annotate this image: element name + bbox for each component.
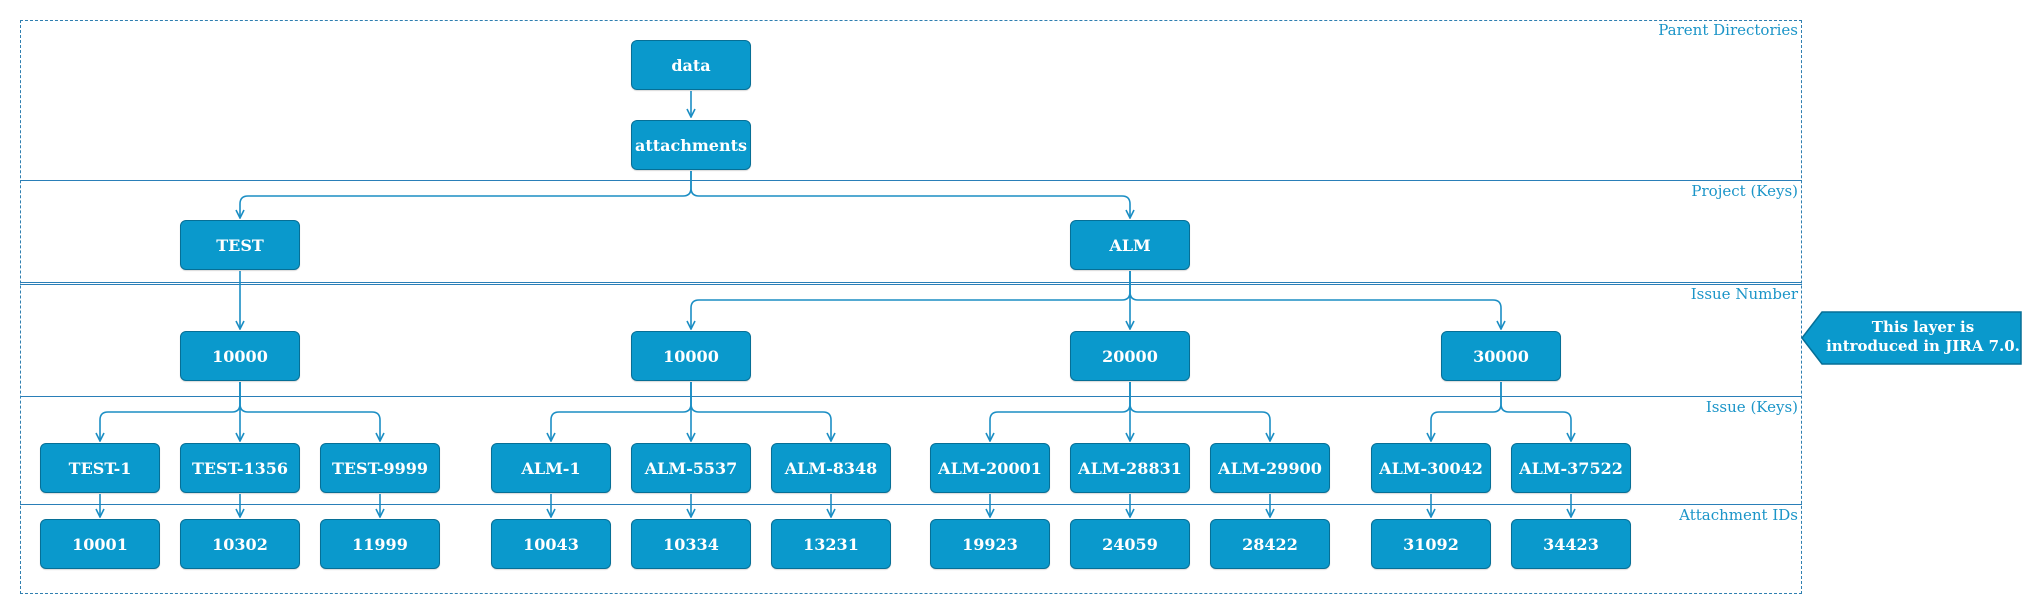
layer-label-project-keys: Project (Keys) bbox=[1691, 182, 1798, 200]
layer-label-parent-directories: Parent Directories bbox=[1658, 21, 1798, 39]
layer-separator bbox=[20, 504, 1802, 505]
node-attachment-id: 10001 bbox=[40, 519, 160, 569]
node-issue-key: ALM-1 bbox=[491, 443, 611, 493]
callout-shape bbox=[1801, 311, 2022, 365]
edge bbox=[1500, 382, 1571, 441]
node-attachment-id: 10043 bbox=[491, 519, 611, 569]
node-issue-number: 30000 bbox=[1441, 331, 1561, 381]
edge bbox=[1129, 271, 1501, 329]
edge bbox=[690, 382, 831, 441]
node-issue-key: TEST-1 bbox=[40, 443, 160, 493]
node-issue-key: TEST-9999 bbox=[320, 443, 440, 493]
node-issue-key: TEST-1356 bbox=[180, 443, 300, 493]
node-issue-key: ALM-8348 bbox=[771, 443, 891, 493]
node-issue-key: ALM-30042 bbox=[1371, 443, 1491, 493]
layer-separator bbox=[20, 396, 1802, 397]
node-attachment-id: 19923 bbox=[930, 519, 1050, 569]
edge bbox=[239, 382, 380, 441]
callout-text: This layer is introduced in JIRA 7.0. bbox=[1826, 318, 2020, 356]
edge bbox=[691, 271, 1131, 329]
node-attachment-id: 31092 bbox=[1371, 519, 1491, 569]
layer-separator bbox=[20, 180, 1802, 181]
node-attachment-id: 24059 bbox=[1070, 519, 1190, 569]
node-attachments: attachments bbox=[631, 120, 751, 170]
layer-label-attachment-ids: Attachment IDs bbox=[1679, 506, 1798, 524]
edge bbox=[1431, 382, 1502, 441]
node-issue-key: ALM-20001 bbox=[930, 443, 1050, 493]
node-attachment-id: 10302 bbox=[180, 519, 300, 569]
edge bbox=[990, 382, 1131, 441]
layer-label-issue-keys: Issue (Keys) bbox=[1705, 398, 1798, 416]
node-project-test: TEST bbox=[180, 220, 300, 270]
layer-label-issue-number: Issue Number bbox=[1690, 285, 1798, 303]
node-issue-number: 10000 bbox=[631, 331, 751, 381]
node-issue-key: ALM-29900 bbox=[1210, 443, 1330, 493]
edge bbox=[240, 171, 692, 218]
node-attachment-id: 11999 bbox=[320, 519, 440, 569]
layer-separator bbox=[20, 282, 1802, 285]
node-issue-number: 20000 bbox=[1070, 331, 1190, 381]
node-attachment-id: 10334 bbox=[631, 519, 751, 569]
node-attachment-id: 28422 bbox=[1210, 519, 1330, 569]
node-issue-key: ALM-5537 bbox=[631, 443, 751, 493]
node-issue-key: ALM-28831 bbox=[1070, 443, 1190, 493]
node-data: data bbox=[631, 40, 751, 90]
edge bbox=[1129, 382, 1270, 441]
node-attachment-id: 34423 bbox=[1511, 519, 1631, 569]
node-issue-number: 10000 bbox=[180, 331, 300, 381]
diagram-frame bbox=[20, 20, 1802, 594]
edge bbox=[690, 171, 1130, 218]
node-project-alm: ALM bbox=[1070, 220, 1190, 270]
node-issue-key: ALM-37522 bbox=[1511, 443, 1631, 493]
callout-line-2: introduced in JIRA 7.0. bbox=[1826, 337, 2020, 355]
callout-line-1: This layer is bbox=[1871, 318, 1975, 336]
node-attachment-id: 13231 bbox=[771, 519, 891, 569]
edge bbox=[551, 382, 692, 441]
edge bbox=[100, 382, 241, 441]
